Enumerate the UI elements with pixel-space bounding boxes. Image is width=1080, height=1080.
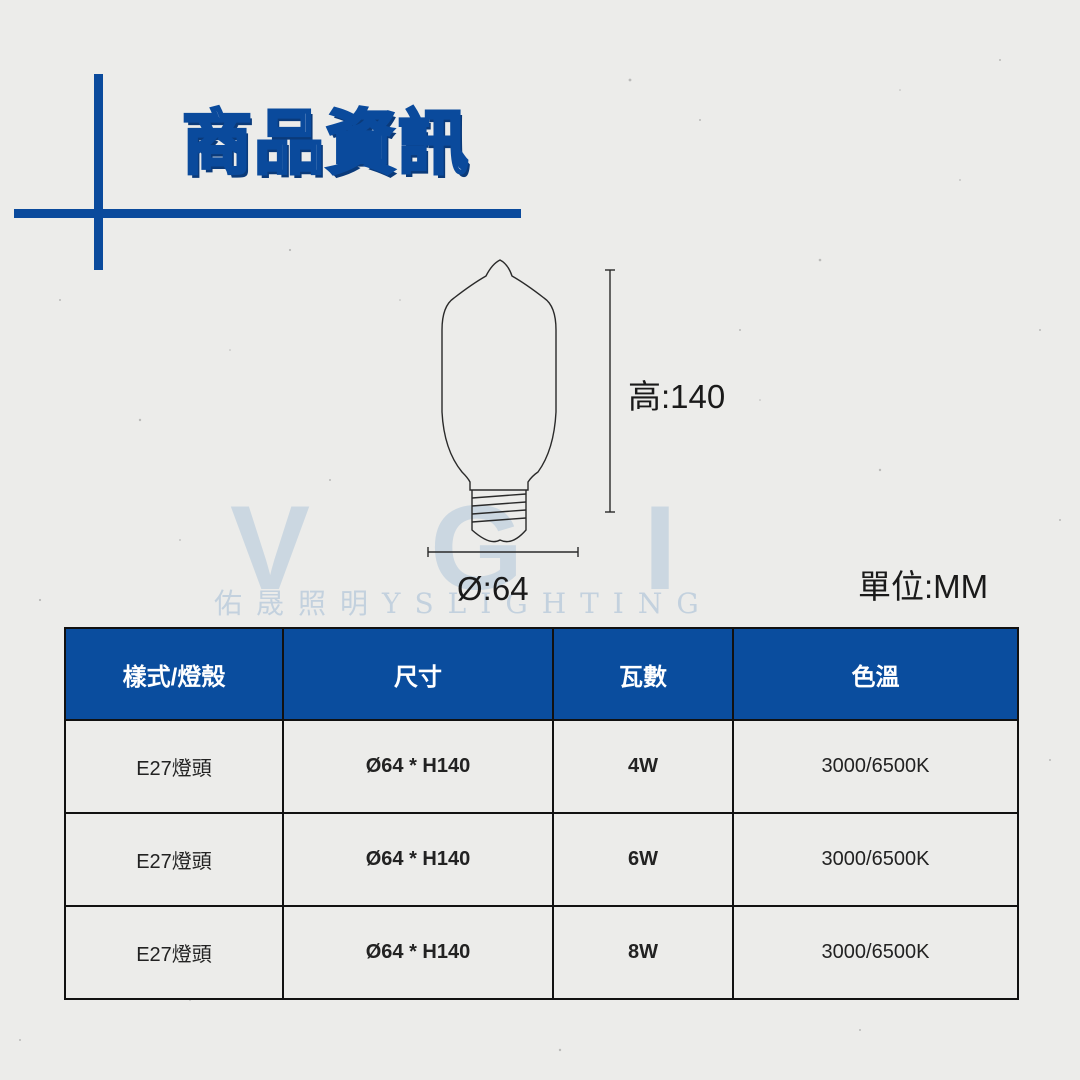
cell-watt: 8W xyxy=(552,905,734,1000)
table-row: E27燈頭 Ø64 * H140 8W 3000/6500K xyxy=(64,905,1019,1000)
cell-size: Ø64 * H140 xyxy=(282,812,554,907)
header-size: 尺寸 xyxy=(282,627,554,721)
height-label: 高:140 xyxy=(628,378,726,415)
unit-label: 單位:MM xyxy=(858,568,989,605)
corner-cross-horizontal xyxy=(14,209,521,218)
bulb-base xyxy=(471,490,527,543)
cell-size: Ø64 * H140 xyxy=(282,719,554,814)
cell-color-temp: 3000/6500K xyxy=(732,905,1019,1000)
bulb-glass-outline xyxy=(441,259,557,491)
cell-style: E27燈頭 xyxy=(64,719,284,814)
bulb-illustration xyxy=(427,259,615,557)
cell-color-temp: 3000/6500K xyxy=(732,719,1019,814)
cell-color-temp: 3000/6500K xyxy=(732,812,1019,907)
cell-style: E27燈頭 xyxy=(64,812,284,907)
bulb-threads xyxy=(471,493,527,523)
table-row: E27燈頭 Ø64 * H140 6W 3000/6500K xyxy=(64,812,1019,907)
cell-size: Ø64 * H140 xyxy=(282,905,554,1000)
table-row: E27燈頭 Ø64 * H140 4W 3000/6500K xyxy=(64,719,1019,814)
header-watt: 瓦數 xyxy=(552,627,734,721)
table-header-row: 樣式/燈殼 尺寸 瓦數 色溫 xyxy=(64,627,1019,721)
cell-watt: 4W xyxy=(552,719,734,814)
spec-table: 樣式/燈殼 尺寸 瓦數 色溫 E27燈頭 Ø64 * H140 4W 3000/… xyxy=(64,627,1019,1000)
header-style: 樣式/燈殼 xyxy=(64,627,284,721)
cell-watt: 6W xyxy=(552,812,734,907)
corner-cross-vertical xyxy=(94,74,103,270)
diameter-label: Ø:64 xyxy=(457,570,529,607)
watermark-brand: 佑晟照明YSLIGHTING xyxy=(214,587,713,620)
cell-style: E27燈頭 xyxy=(64,905,284,1000)
page-title: 商品資訊 xyxy=(181,102,470,184)
header-color-temp: 色溫 xyxy=(732,627,1019,721)
watermark-logo: VGI xyxy=(230,481,797,615)
